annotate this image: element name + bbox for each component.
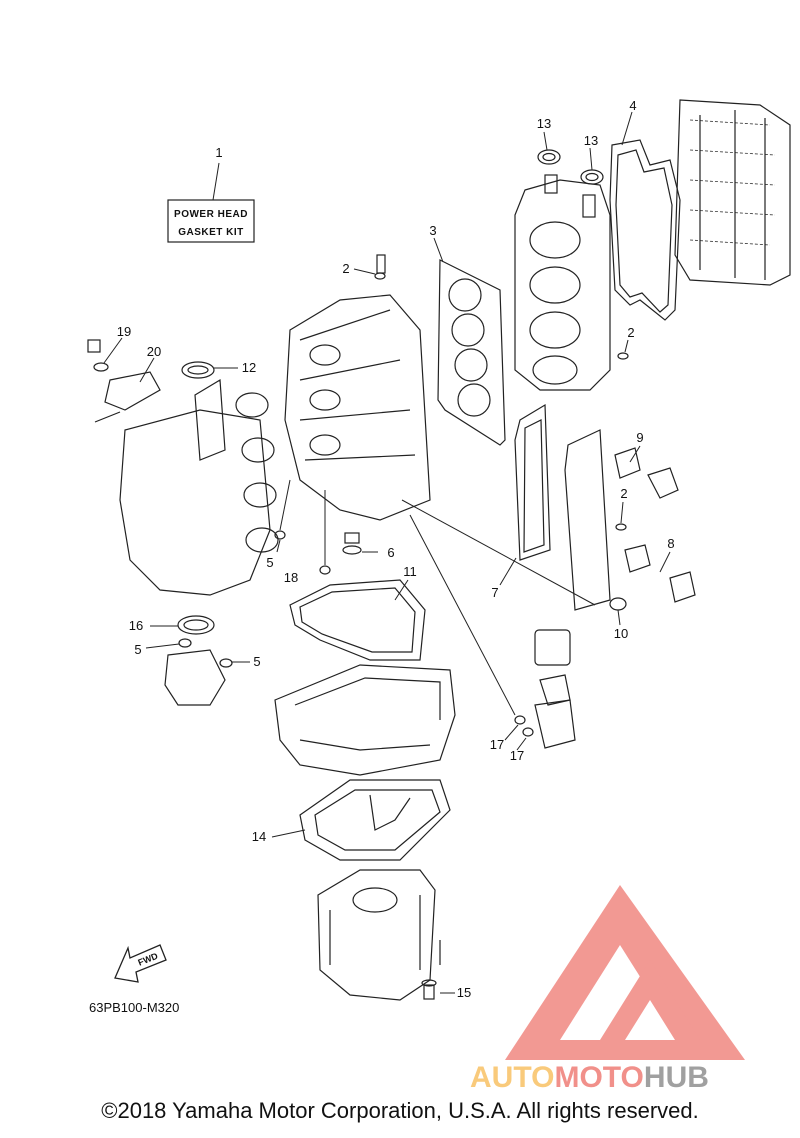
svg-text:AUTOMOTOHUB: AUTOMOTOHUB [470, 1061, 709, 1094]
callout-18: 18 [284, 570, 298, 585]
seal-13a [537, 149, 561, 165]
callout-1: 1 [215, 145, 222, 160]
drain-plug-15 [423, 984, 435, 1000]
callout-13: 13 [537, 116, 551, 131]
o-ring-18 [319, 565, 331, 575]
callout-2: 2 [342, 261, 349, 276]
oil-pan-gasket [289, 579, 426, 661]
callout-8: 8 [667, 536, 674, 551]
callout-13: 13 [584, 133, 598, 148]
callout-16: 16 [129, 618, 143, 633]
o-ring-2c [615, 523, 627, 531]
cylinder-head [514, 174, 611, 391]
callout-5: 5 [134, 642, 141, 657]
o-ring-2a [374, 272, 386, 280]
callout-3: 3 [429, 223, 436, 238]
seal-10 [609, 597, 627, 611]
gasket-kit-box: POWER HEAD GASKET KIT [167, 199, 255, 243]
pump-housing [164, 638, 233, 706]
callout-9: 9 [636, 430, 643, 445]
thermostat-8 [624, 544, 696, 603]
callout-17: 17 [490, 737, 504, 752]
cover-gasket [609, 139, 681, 321]
callout-20: 20 [147, 344, 161, 359]
watermark-text: AUTOMOTOHUB [470, 1061, 709, 1094]
exploded-parts-diagram: POWER HEAD GASKET KIT [87, 98, 791, 1094]
callout-15: 15 [457, 985, 471, 1000]
o-ring-17a [514, 715, 526, 725]
crankcase [119, 378, 279, 596]
kit-box-line2: GASKET KIT [178, 227, 244, 238]
callout-17: 17 [510, 748, 524, 763]
callout-12: 12 [242, 360, 256, 375]
seal-6 [344, 532, 360, 544]
callout-5: 5 [253, 654, 260, 669]
callout-5: 5 [266, 555, 273, 570]
cylinder-block [284, 254, 431, 521]
exhaust-guide [317, 869, 436, 1001]
callout-19: 19 [117, 324, 131, 339]
callout-2: 2 [627, 325, 634, 340]
callout-2: 2 [620, 486, 627, 501]
lower-gasket [299, 779, 451, 861]
callout-4: 4 [629, 98, 636, 113]
seal-13b [580, 169, 604, 185]
watermark-logo [505, 885, 745, 1060]
callout-6: 6 [387, 545, 394, 560]
fwd-arrow-icon: FWD [114, 944, 167, 983]
o-ring-2b [617, 352, 629, 360]
o-ring-17b [522, 727, 534, 737]
seal-12 [181, 361, 215, 379]
oil-pan [274, 664, 456, 776]
head-gasket [437, 259, 506, 446]
callout-11: 11 [403, 564, 417, 579]
seal-16 [177, 615, 215, 635]
exhaust-cover [674, 99, 791, 286]
callout-14: 14 [252, 829, 266, 844]
o-ring-5a [274, 530, 286, 540]
watermark-moto: MOTO [554, 1061, 643, 1094]
callout-10: 10 [614, 626, 628, 641]
copyright-notice: ©2018 Yamaha Motor Corporation, U.S.A. A… [101, 1098, 699, 1123]
callout-7: 7 [491, 585, 498, 600]
exhaust-plate [514, 403, 611, 611]
thermostat-cap [87, 339, 161, 423]
thermostat-9 [614, 447, 679, 499]
oil-filter [534, 629, 576, 749]
diagram-code: 63PB100-M320 [89, 1000, 179, 1015]
watermark-auto: AUTO [470, 1061, 554, 1094]
watermark-hub: HUB [644, 1061, 709, 1094]
kit-box-line1: POWER HEAD [174, 209, 248, 220]
